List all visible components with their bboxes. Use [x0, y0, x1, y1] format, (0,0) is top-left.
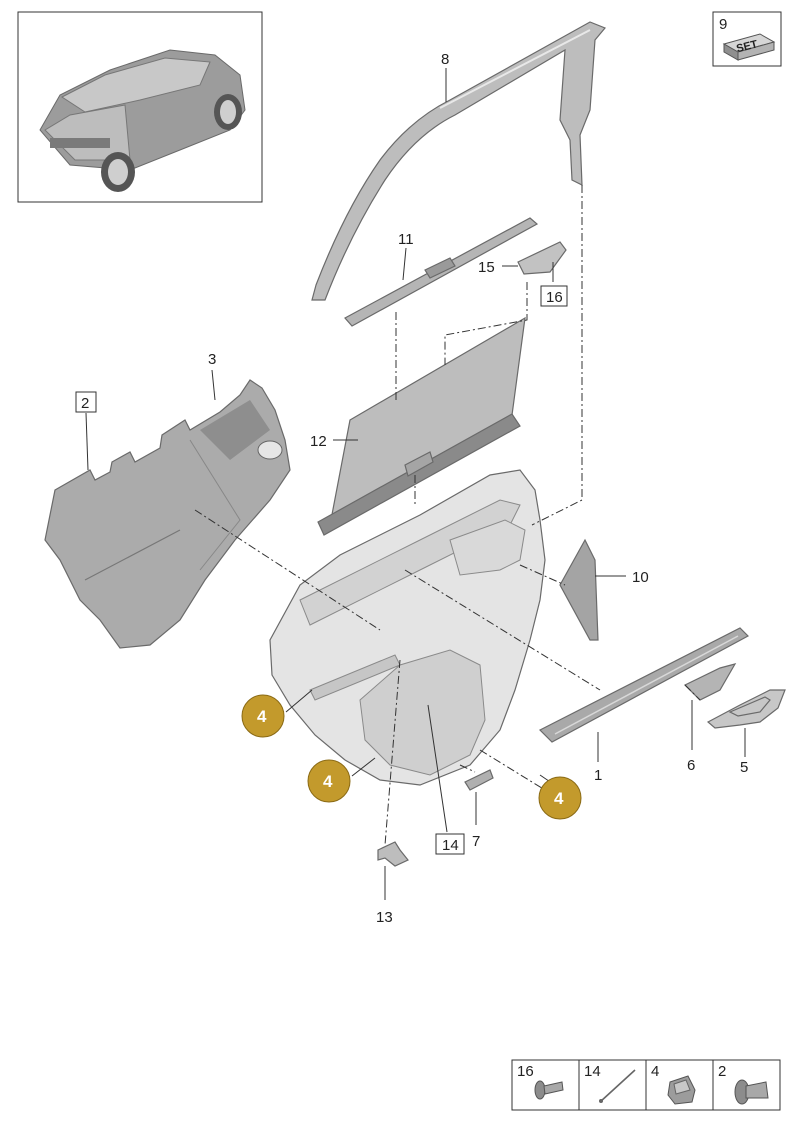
part-handle-trim [706, 689, 786, 729]
callout-13: 13 [376, 909, 393, 926]
car-illustration [39, 49, 246, 192]
callout-2: 2 [81, 395, 89, 412]
clip-icon [667, 1075, 696, 1105]
part-cover-6 [683, 663, 737, 701]
callout-7: 7 [472, 833, 480, 850]
badge-left-number: 4 [257, 707, 267, 726]
callout-14-boxed: 14 [435, 833, 465, 855]
badge-left: 4 [241, 694, 285, 738]
callout-10: 10 [632, 569, 649, 586]
fastener-legend: 16 14 4 2 [511, 1059, 781, 1111]
vehicle-thumbnail [17, 11, 263, 203]
legend-cell-14: 14 [584, 1063, 636, 1103]
legend-number-14: 14 [584, 1063, 601, 1080]
set-box-number: 9 [719, 16, 727, 33]
legend-number-2: 2 [718, 1063, 726, 1080]
screw-icon [534, 1080, 564, 1100]
legend-cell-4: 4 [651, 1063, 696, 1105]
callout-3: 3 [208, 351, 216, 368]
callout-15: 15 [478, 259, 495, 276]
set-box: 9 SET [712, 11, 782, 67]
part-bracket [517, 241, 567, 275]
callout-11: 11 [398, 231, 414, 248]
callout-16: 16 [546, 289, 563, 306]
set-box-label: SET [735, 38, 759, 55]
part-slide-rail [344, 217, 539, 327]
part-window-frame-trim [311, 21, 606, 301]
assembly-lines [194, 185, 701, 846]
legend-cell-16: 16 [517, 1063, 564, 1100]
callout-1: 1 [594, 767, 602, 784]
part-insulation-panel [44, 379, 291, 649]
legend-number-16: 16 [517, 1063, 534, 1080]
part-sunblind [317, 316, 526, 536]
part-corner-cover [559, 538, 599, 641]
pin-icon [599, 1069, 636, 1103]
push-rivet-icon [734, 1079, 769, 1105]
callout-8: 8 [441, 51, 449, 68]
badge-bottom-right: 4 [538, 776, 582, 820]
callout-14: 14 [442, 837, 459, 854]
callout-5: 5 [740, 759, 748, 776]
badges: 4 4 4 [241, 694, 582, 820]
badge-bottom-left: 4 [307, 759, 351, 803]
set-icon: SET [722, 33, 776, 61]
callout-12: 12 [310, 433, 327, 450]
part-door-trim-panel [269, 469, 546, 786]
badge-bottom-left-number: 4 [323, 772, 333, 791]
callout-6: 6 [687, 757, 695, 774]
part-clip-7 [464, 769, 494, 791]
part-trim-strip [538, 627, 749, 743]
part-bracket-13 [377, 841, 409, 867]
callout-16-boxed: 16 [540, 285, 568, 307]
badge-bottom-right-number: 4 [554, 789, 564, 808]
callouts: 8 11 15 16 3 2 12 10 1 6 5 7 14 13 [75, 51, 748, 926]
legend-number-4: 4 [651, 1063, 659, 1080]
callout-2-boxed: 2 [75, 391, 97, 413]
legend-cell-2: 2 [718, 1063, 769, 1105]
